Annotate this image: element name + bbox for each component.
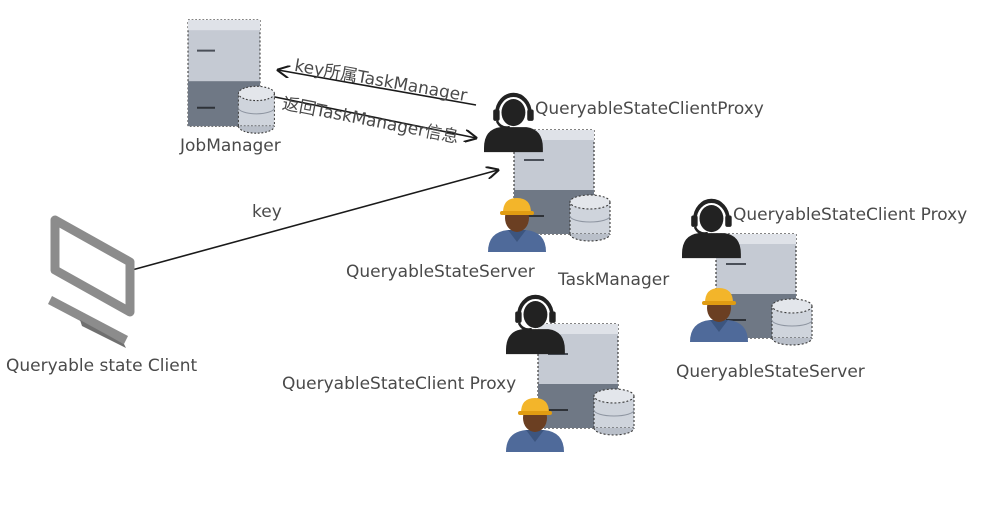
- taskmanager-label: TaskManager: [558, 270, 670, 290]
- taskmanager-bottom: [506, 297, 635, 452]
- client-label: Queryable state Client: [6, 356, 198, 376]
- main-server-label: QueryableStateServer: [346, 262, 535, 282]
- jobmanager-label: JobManager: [180, 136, 281, 156]
- bottom-proxy-label: QueryableStateClient Proxy: [282, 374, 517, 394]
- edge-client-to-proxy: [131, 170, 498, 271]
- client-monitor-icon: [48, 215, 135, 348]
- edge-proxy-to-jobmanager: [278, 70, 477, 106]
- right-server-label: QueryableStateServer: [676, 362, 865, 382]
- edge-jobmanager-to-proxy: [269, 95, 476, 138]
- edge-label-key: key: [252, 202, 282, 222]
- main-proxy-label: QueryableStateClientProxy: [535, 99, 764, 119]
- jobmanager-server-icon: [186, 18, 276, 135]
- right-proxy-label: QueryableStateClient Proxy: [733, 205, 968, 225]
